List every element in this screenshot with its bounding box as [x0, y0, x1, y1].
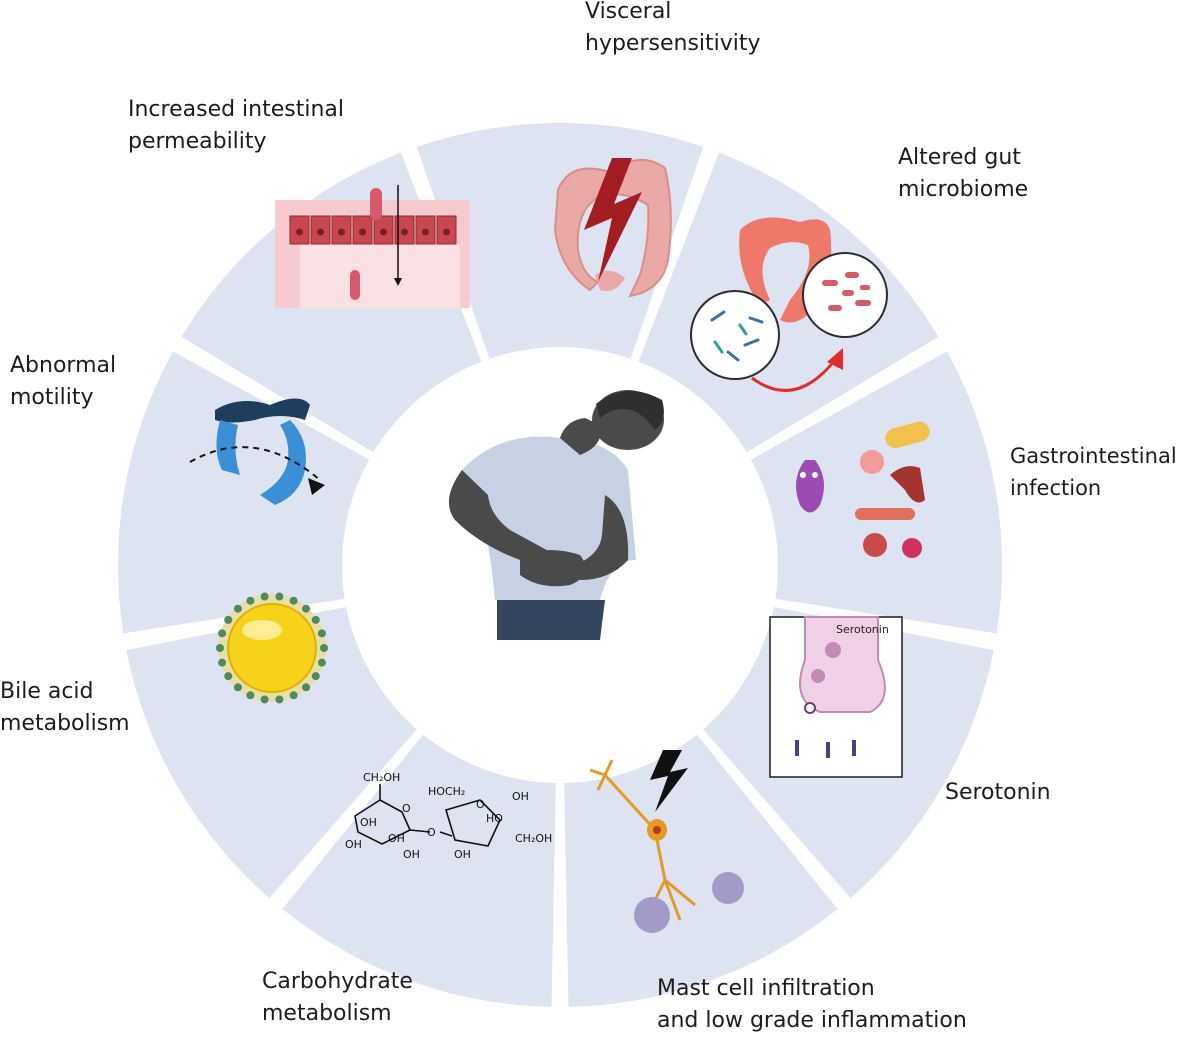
microbiome-icon: [690, 217, 888, 392]
svg-text:OH: OH: [454, 848, 471, 861]
svg-text:OH: OH: [403, 848, 420, 861]
bile-micelle-icon: [216, 592, 328, 704]
svg-text:HO: HO: [486, 812, 503, 825]
segment-bile-acid-metabolism: [126, 606, 417, 899]
neuron-mast-cell-icon: [589, 750, 744, 933]
segment-altered-gut-microbiome: [638, 152, 939, 453]
colon-lightning-icon: [553, 158, 672, 298]
epithelium-barrier-icon: [275, 185, 470, 308]
svg-text:CH₂OH: CH₂OH: [363, 771, 400, 784]
label-serotonin: Serotonin: [945, 780, 1051, 805]
svg-text:OH: OH: [388, 832, 405, 845]
pathogens-icon: [796, 421, 930, 558]
colon-motility-icon: [189, 398, 325, 505]
svg-text:O: O: [427, 826, 436, 839]
person-abdominal-pain-icon: [448, 390, 664, 640]
svg-text:HOCH₂: HOCH₂: [428, 785, 465, 798]
serotonin-inset-label: Serotonin: [836, 623, 889, 636]
svg-text:OH: OH: [512, 790, 529, 803]
segment-carbohydrate-metabolism: [282, 734, 556, 1007]
synapse-icon: Serotonin: [769, 616, 903, 778]
svg-text:O: O: [476, 798, 485, 811]
segment-gastrointestinal-infection: [750, 351, 1003, 634]
sucrose-structure-icon: [354, 784, 501, 847]
svg-text:O: O: [402, 802, 411, 815]
segment-abnormal-motility: [118, 351, 370, 634]
svg-text:OH: OH: [345, 838, 362, 851]
svg-text:OH: OH: [360, 816, 377, 829]
chem-labels: CH₂OH O OH OH OH OH O HOCH₂ O HO OH CH₂O…: [345, 771, 552, 861]
segment-mast-cell: [564, 734, 838, 1007]
svg-text:CH₂OH: CH₂OH: [515, 832, 552, 845]
